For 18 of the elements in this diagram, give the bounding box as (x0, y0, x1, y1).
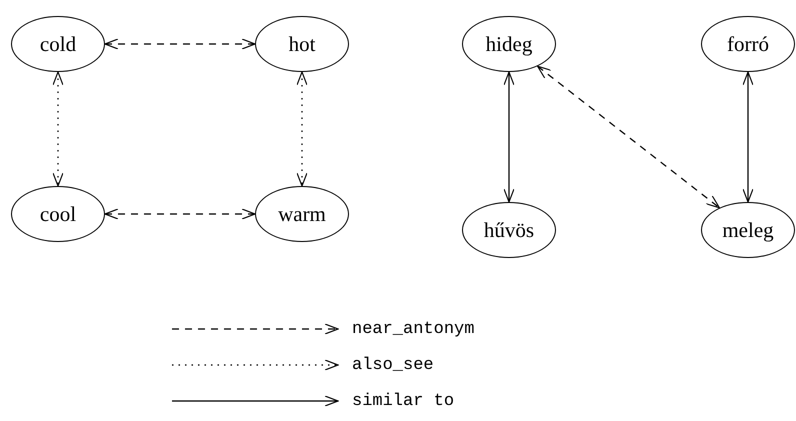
word-label: forró (727, 32, 769, 56)
word-label: hideg (486, 32, 532, 56)
word-label: hűvös (484, 218, 534, 242)
arrow (104, 38, 256, 50)
legend-label: near_antonym (352, 320, 474, 338)
word-label: meleg (722, 218, 774, 242)
word-label: cool (40, 202, 76, 226)
arrow (52, 71, 64, 187)
word-label: warm (278, 202, 326, 226)
arrow (296, 71, 308, 187)
word-label: hot (288, 32, 316, 56)
arrow (503, 71, 515, 203)
arrow (537, 66, 720, 208)
arrow (104, 208, 256, 220)
legend-label: also_see (352, 356, 434, 374)
arrow (742, 71, 754, 203)
word-label: cold (40, 32, 76, 56)
legend-label: similar to (352, 392, 454, 410)
